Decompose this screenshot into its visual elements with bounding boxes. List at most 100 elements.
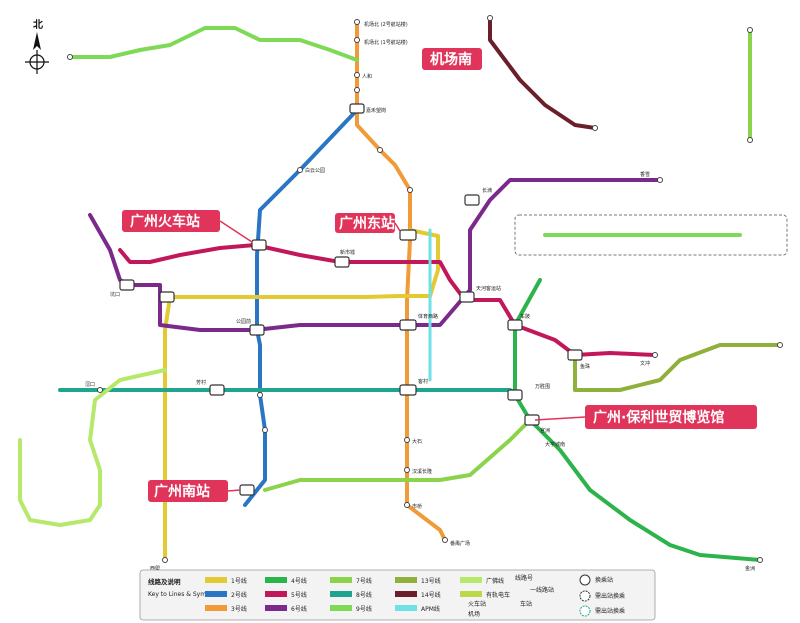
callout-airport-south: 机场南 [422,48,482,70]
line-8 [58,388,522,397]
label-gongyuanqian: 公园前 [236,318,251,325]
label-shiqiao: 市桥 [412,503,422,510]
station-meihuayuan[interactable] [407,187,413,193]
line-9 [68,26,359,62]
legend-line-label-3: 4号线 [291,577,307,585]
legend-title-cn: 线路及说明 [148,577,181,586]
station-guangzhou-railway[interactable] [251,239,267,251]
station-jiaokou[interactable] [97,387,103,393]
station-jinzhou[interactable] [757,557,763,563]
legend-transfer: 换乘站 [595,576,613,584]
station-xilang-jct[interactable] [159,291,175,303]
station-zhenlong[interactable] [592,125,598,131]
legend: 线路及说明 Key to Lines & Symbols 1号线2号线3号线4号… [139,569,656,621]
legend-line-label-12: 广佛线 [486,577,504,585]
station-tianhe[interactable] [459,291,475,303]
station-yuzhu[interactable] [567,349,583,361]
station-shiqiao[interactable] [404,502,410,508]
legend-line-label-10: 14号线 [421,591,441,599]
callout-south-station-label: 广州南站 [154,483,210,500]
station-panyu[interactable] [442,537,448,543]
label-jinzhou: 金洲 [745,565,755,572]
label-wenchong: 文冲 [640,360,650,367]
label-ouzhuang: 新市墟 [340,249,355,256]
station-baiyun-av[interactable] [377,147,383,153]
legend-swatch-1 [205,591,227,597]
north-arrow-icon [33,32,41,50]
label-dashi: 大石 [412,438,422,445]
label-shayuan: 芳村 [196,379,206,386]
legend-swatch-5 [265,605,287,611]
station-dongfeng[interactable] [487,15,493,21]
legend-line-label-8: 9号线 [356,605,372,613]
station-changban[interactable] [464,194,480,206]
line-guangfo [18,368,167,527]
legend-lines: 1号线2号线3号线4号线5号线6号线7号线8号线9号线13号线14号线APM线广… [205,577,510,613]
station-guangzhou-south[interactable] [239,484,255,496]
legend-swatch-10 [395,591,417,597]
station-ouzhuang[interactable] [334,256,350,268]
callout-expo-label: 广州·保利世贸博览馆 [593,409,724,426]
callout-airport-south-label: 机场南 [430,51,472,68]
legend-line-label-7: 8号线 [356,591,372,599]
legend-swatch-7 [330,591,352,597]
station-kecun[interactable] [399,384,417,396]
station-feieling[interactable] [67,54,73,60]
callout-south-station: 广州南站 [148,480,241,502]
line-14 [488,16,597,130]
station-zhenlong-n[interactable] [747,137,753,143]
station-renhe[interactable] [354,72,360,78]
station-wenchong[interactable] [652,352,658,358]
station-longgui[interactable] [354,87,360,93]
station-wanshengwei[interactable] [507,389,523,401]
compass: 北 [25,18,49,74]
legend-swatch-3 [265,577,287,583]
label-hanxi: 汉溪长隆 [412,468,432,475]
station-dashi[interactable] [404,437,410,443]
legend-exit-transfer: 需出站换乘 [595,592,625,600]
label-kecun: 客村 [418,378,428,385]
station-zhihui[interactable] [747,27,753,33]
station-dongxiao[interactable] [262,427,268,433]
station-gongyuanqian[interactable] [249,324,265,336]
label-guanzhou: 官洲 [540,427,550,434]
line-13 [573,343,782,392]
legend-swatch-4 [265,591,287,597]
label-renhe: 人和 [362,73,372,80]
station-hanxi[interactable] [404,467,410,473]
station-xiangxue[interactable] [657,177,663,183]
legend-title-en: Key to Lines & Symbols [148,591,218,598]
inset-box [514,214,788,256]
station-airport-t2[interactable] [354,37,360,43]
station-shayuan[interactable] [209,384,225,396]
station-airport-t1[interactable] [354,19,360,25]
line-5 [118,243,657,357]
legend-swatch-12 [460,577,482,583]
station-chebei[interactable] [507,319,523,331]
legend-line-label-13: 有轨电车 [486,591,510,599]
label-chebei: 车陂 [520,313,530,320]
legend-line-label-1: 2号线 [231,591,247,599]
legend-line-no: 线路号 [515,574,533,582]
exit-transfer-icon [579,590,591,602]
legend-line-label-5: 6号线 [291,605,307,613]
station-jiahewanggang[interactable] [349,103,365,114]
station-jiangnanxi[interactable] [257,392,263,398]
callout-railway-station: 广州火车站 [122,210,253,243]
station-baiyun-park[interactable] [297,167,303,173]
station-tiyuxi[interactable] [399,319,417,331]
station-guangzhou-east[interactable] [399,229,417,241]
legend-swatch-11 [395,605,417,611]
label-daxuecheng: 大学城南 [545,441,565,448]
station-kengkou[interactable] [119,279,135,291]
station-xilang[interactable] [162,557,168,563]
label-airport-t1: 机场北 (1号航站楼) [364,39,408,46]
line-4 [513,278,762,562]
label-jiaokou: 滘口 [85,381,95,388]
transfer-icon [579,574,591,586]
station-xinsha[interactable] [777,342,783,348]
label-yuzhu: 鱼珠 [580,363,590,370]
legend-swatch-0 [205,577,227,583]
callout-expo: 广州·保利世贸博览馆 [534,405,757,429]
